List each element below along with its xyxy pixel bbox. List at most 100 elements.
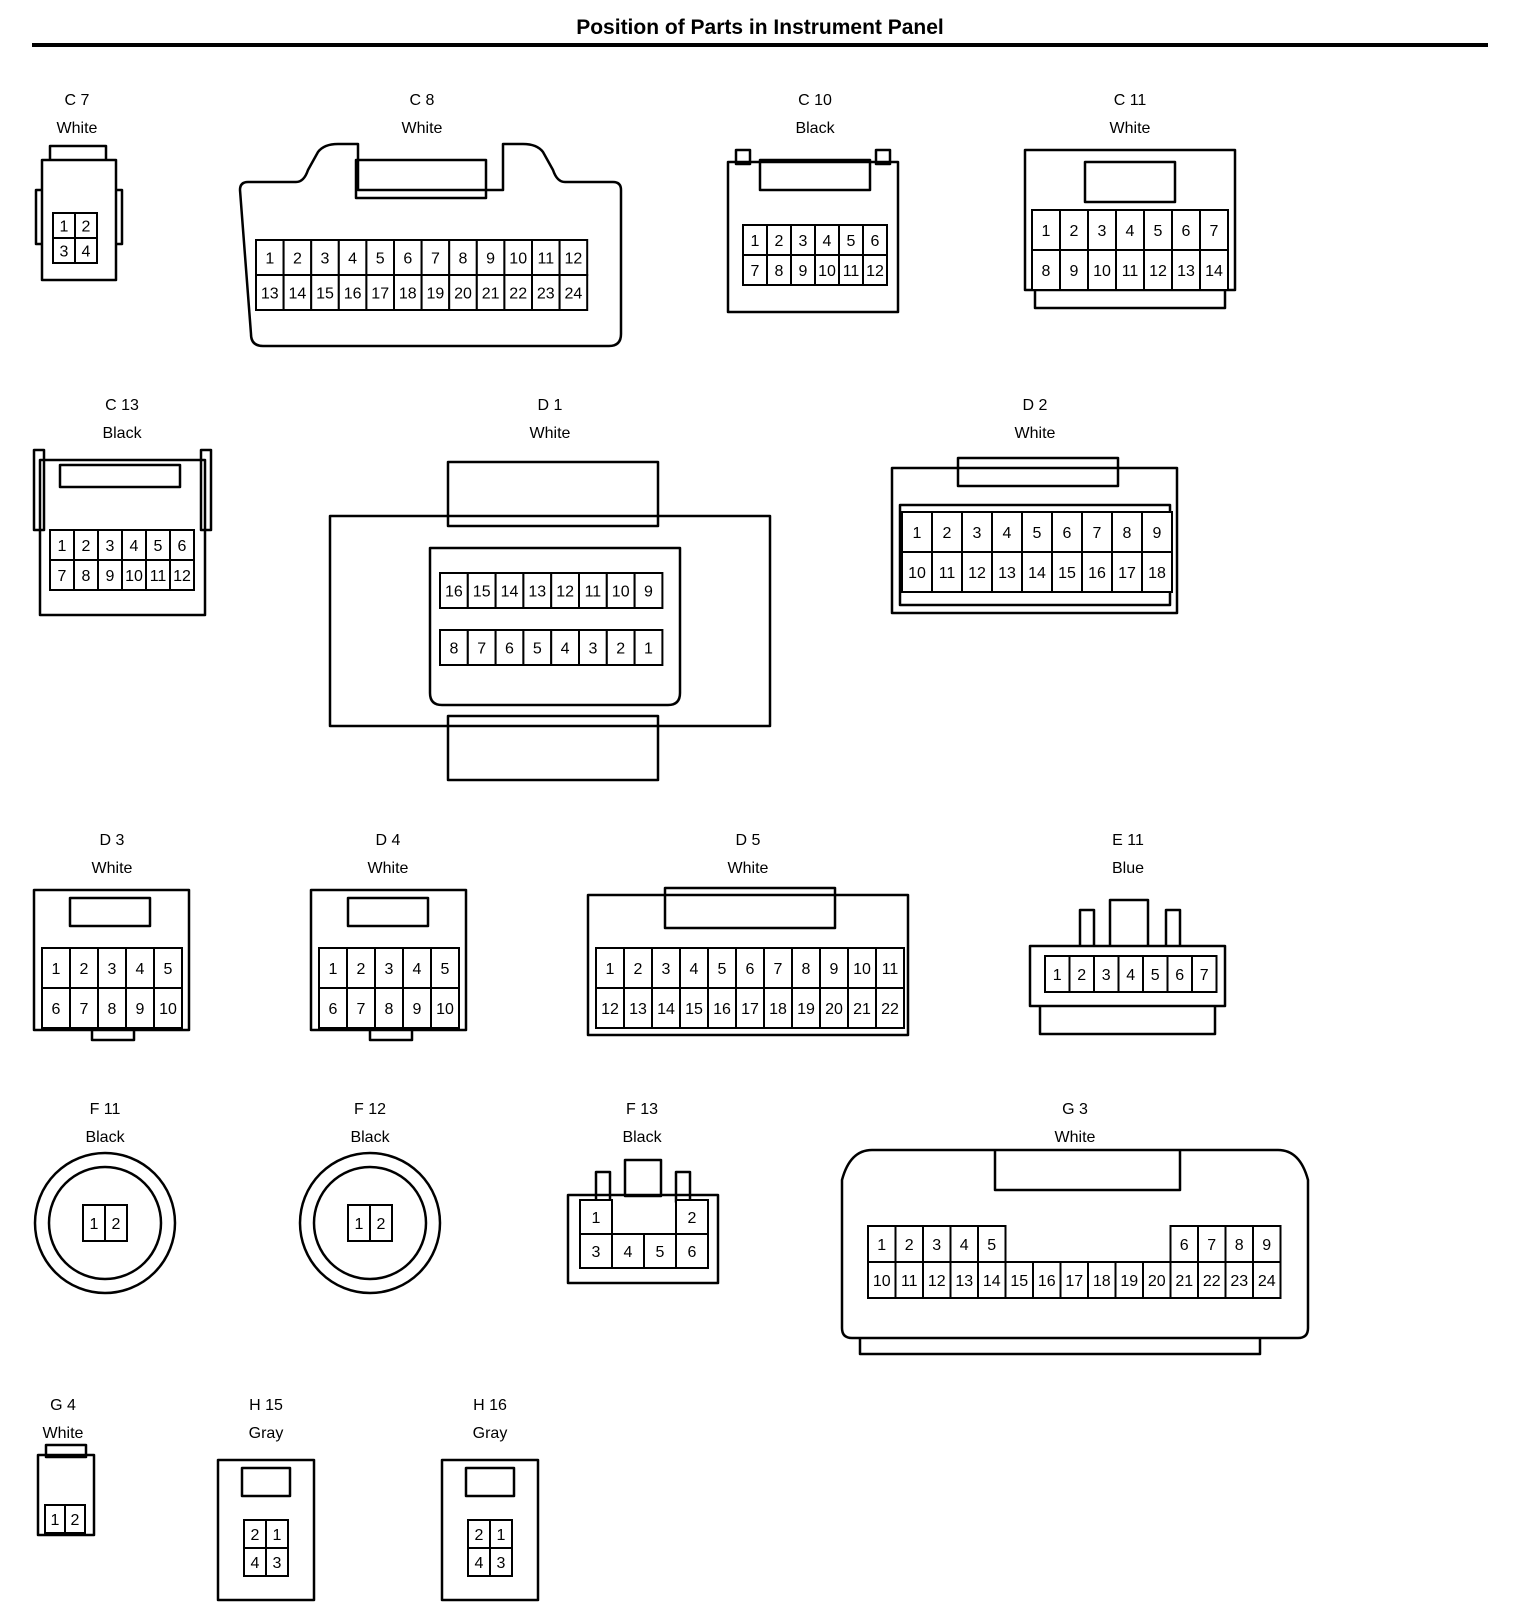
pin-number: 5 bbox=[656, 1244, 665, 1261]
pin-cavity bbox=[1191, 955, 1218, 993]
pin-number: 2 bbox=[616, 641, 625, 658]
pin-number: 2 bbox=[357, 961, 366, 978]
pin-cavity bbox=[1166, 955, 1193, 993]
pin-number: 9 bbox=[486, 251, 495, 268]
connector-shell bbox=[238, 142, 623, 348]
pin-cavity bbox=[922, 1225, 952, 1263]
pin-number: 22 bbox=[509, 286, 527, 303]
pin-cavity bbox=[847, 947, 877, 989]
pin-number: 5 bbox=[164, 961, 173, 978]
pin-number: 1 bbox=[355, 1216, 364, 1233]
pin-number: 12 bbox=[1149, 263, 1167, 280]
connector-shell bbox=[1028, 898, 1227, 1036]
pin-cavity bbox=[402, 987, 432, 1029]
pin-number: 7 bbox=[80, 1001, 89, 1018]
pin-number: 7 bbox=[1210, 223, 1219, 240]
connector-shell-inner bbox=[312, 1165, 428, 1281]
connector-color: Black bbox=[350, 1129, 390, 1146]
pin-number: 2 bbox=[1077, 967, 1086, 984]
pin-cavity bbox=[365, 274, 395, 311]
pin-cavity bbox=[977, 1261, 1007, 1299]
pin-cavity bbox=[531, 274, 561, 311]
pin-number: 9 bbox=[1070, 263, 1079, 280]
connector-color: Gray bbox=[473, 1425, 508, 1442]
pin-number: 4 bbox=[475, 1555, 484, 1572]
connector-color: White bbox=[530, 425, 571, 442]
pin-cavity bbox=[337, 274, 368, 311]
connector-name: C 11 bbox=[1114, 92, 1147, 109]
pin-number: 19 bbox=[1120, 1273, 1138, 1290]
pin-number: 6 bbox=[1175, 967, 1184, 984]
pin-number: 19 bbox=[427, 286, 445, 303]
pin-number: 5 bbox=[1151, 967, 1160, 984]
pin-number: 19 bbox=[797, 1001, 815, 1018]
pin-number: 15 bbox=[685, 1001, 703, 1018]
pin-number: 5 bbox=[441, 961, 450, 978]
connector-shell bbox=[32, 888, 191, 1042]
pin-cavity bbox=[558, 274, 589, 311]
pin-number: 4 bbox=[561, 641, 570, 658]
connector-color: Gray bbox=[249, 1425, 284, 1442]
pin-cavity bbox=[310, 274, 340, 311]
pin-cavity bbox=[578, 572, 608, 609]
pin-number: 6 bbox=[688, 1244, 697, 1261]
pin-cavity bbox=[763, 987, 793, 1029]
pin-cavity bbox=[1021, 551, 1053, 593]
pin-cavity bbox=[439, 572, 469, 609]
pin-number: 18 bbox=[769, 1001, 787, 1018]
pin-number: 17 bbox=[1118, 565, 1136, 582]
pin-number: 15 bbox=[316, 286, 334, 303]
pin-number: 5 bbox=[1154, 223, 1163, 240]
connector-name: E 11 bbox=[1112, 832, 1144, 849]
pin-number: 6 bbox=[871, 233, 880, 250]
pin-number: 10 bbox=[125, 568, 143, 585]
pin-cavity bbox=[1199, 209, 1229, 251]
pin-cavity bbox=[1142, 1261, 1172, 1299]
pin-number: 9 bbox=[1153, 525, 1162, 542]
pin-cavity bbox=[991, 511, 1023, 553]
pin-number: 13 bbox=[528, 584, 546, 601]
pin-number: 12 bbox=[968, 565, 986, 582]
pin-number: 3 bbox=[588, 641, 597, 658]
pin-number: 2 bbox=[71, 1512, 80, 1529]
pin-number: 13 bbox=[998, 565, 1016, 582]
pin-number: 1 bbox=[1042, 223, 1051, 240]
connector-name: F 12 bbox=[354, 1101, 386, 1118]
pin-number: 8 bbox=[385, 1001, 394, 1018]
pin-number: 20 bbox=[454, 286, 472, 303]
pin-number: 17 bbox=[741, 1001, 759, 1018]
pin-number: 2 bbox=[475, 1527, 484, 1544]
pin-number: 11 bbox=[882, 961, 899, 978]
pin-number: 9 bbox=[413, 1001, 422, 1018]
pin-number: 17 bbox=[1065, 1273, 1083, 1290]
pin-number: 1 bbox=[329, 961, 338, 978]
pin-cavity bbox=[1059, 1261, 1089, 1299]
connector-shell bbox=[566, 1158, 720, 1285]
pin-cavity bbox=[104, 1204, 128, 1242]
pin-number: 5 bbox=[533, 641, 542, 658]
pin-number: 2 bbox=[1070, 223, 1079, 240]
pin-cavity bbox=[643, 1233, 677, 1269]
connector-name: D 1 bbox=[538, 397, 563, 414]
pin-number: 23 bbox=[1230, 1273, 1248, 1290]
pin-cavity bbox=[766, 224, 792, 256]
pin-cavity bbox=[675, 1233, 709, 1269]
pin-number: 13 bbox=[261, 286, 279, 303]
pin-cavity bbox=[430, 987, 460, 1029]
pin-number: 8 bbox=[82, 568, 91, 585]
pin-number: 10 bbox=[853, 961, 871, 978]
pin-number: 8 bbox=[775, 263, 784, 280]
pin-number: 7 bbox=[58, 568, 67, 585]
connector-color: Black bbox=[622, 1129, 662, 1146]
pin-number: 5 bbox=[847, 233, 856, 250]
pin-number: 15 bbox=[1010, 1273, 1028, 1290]
